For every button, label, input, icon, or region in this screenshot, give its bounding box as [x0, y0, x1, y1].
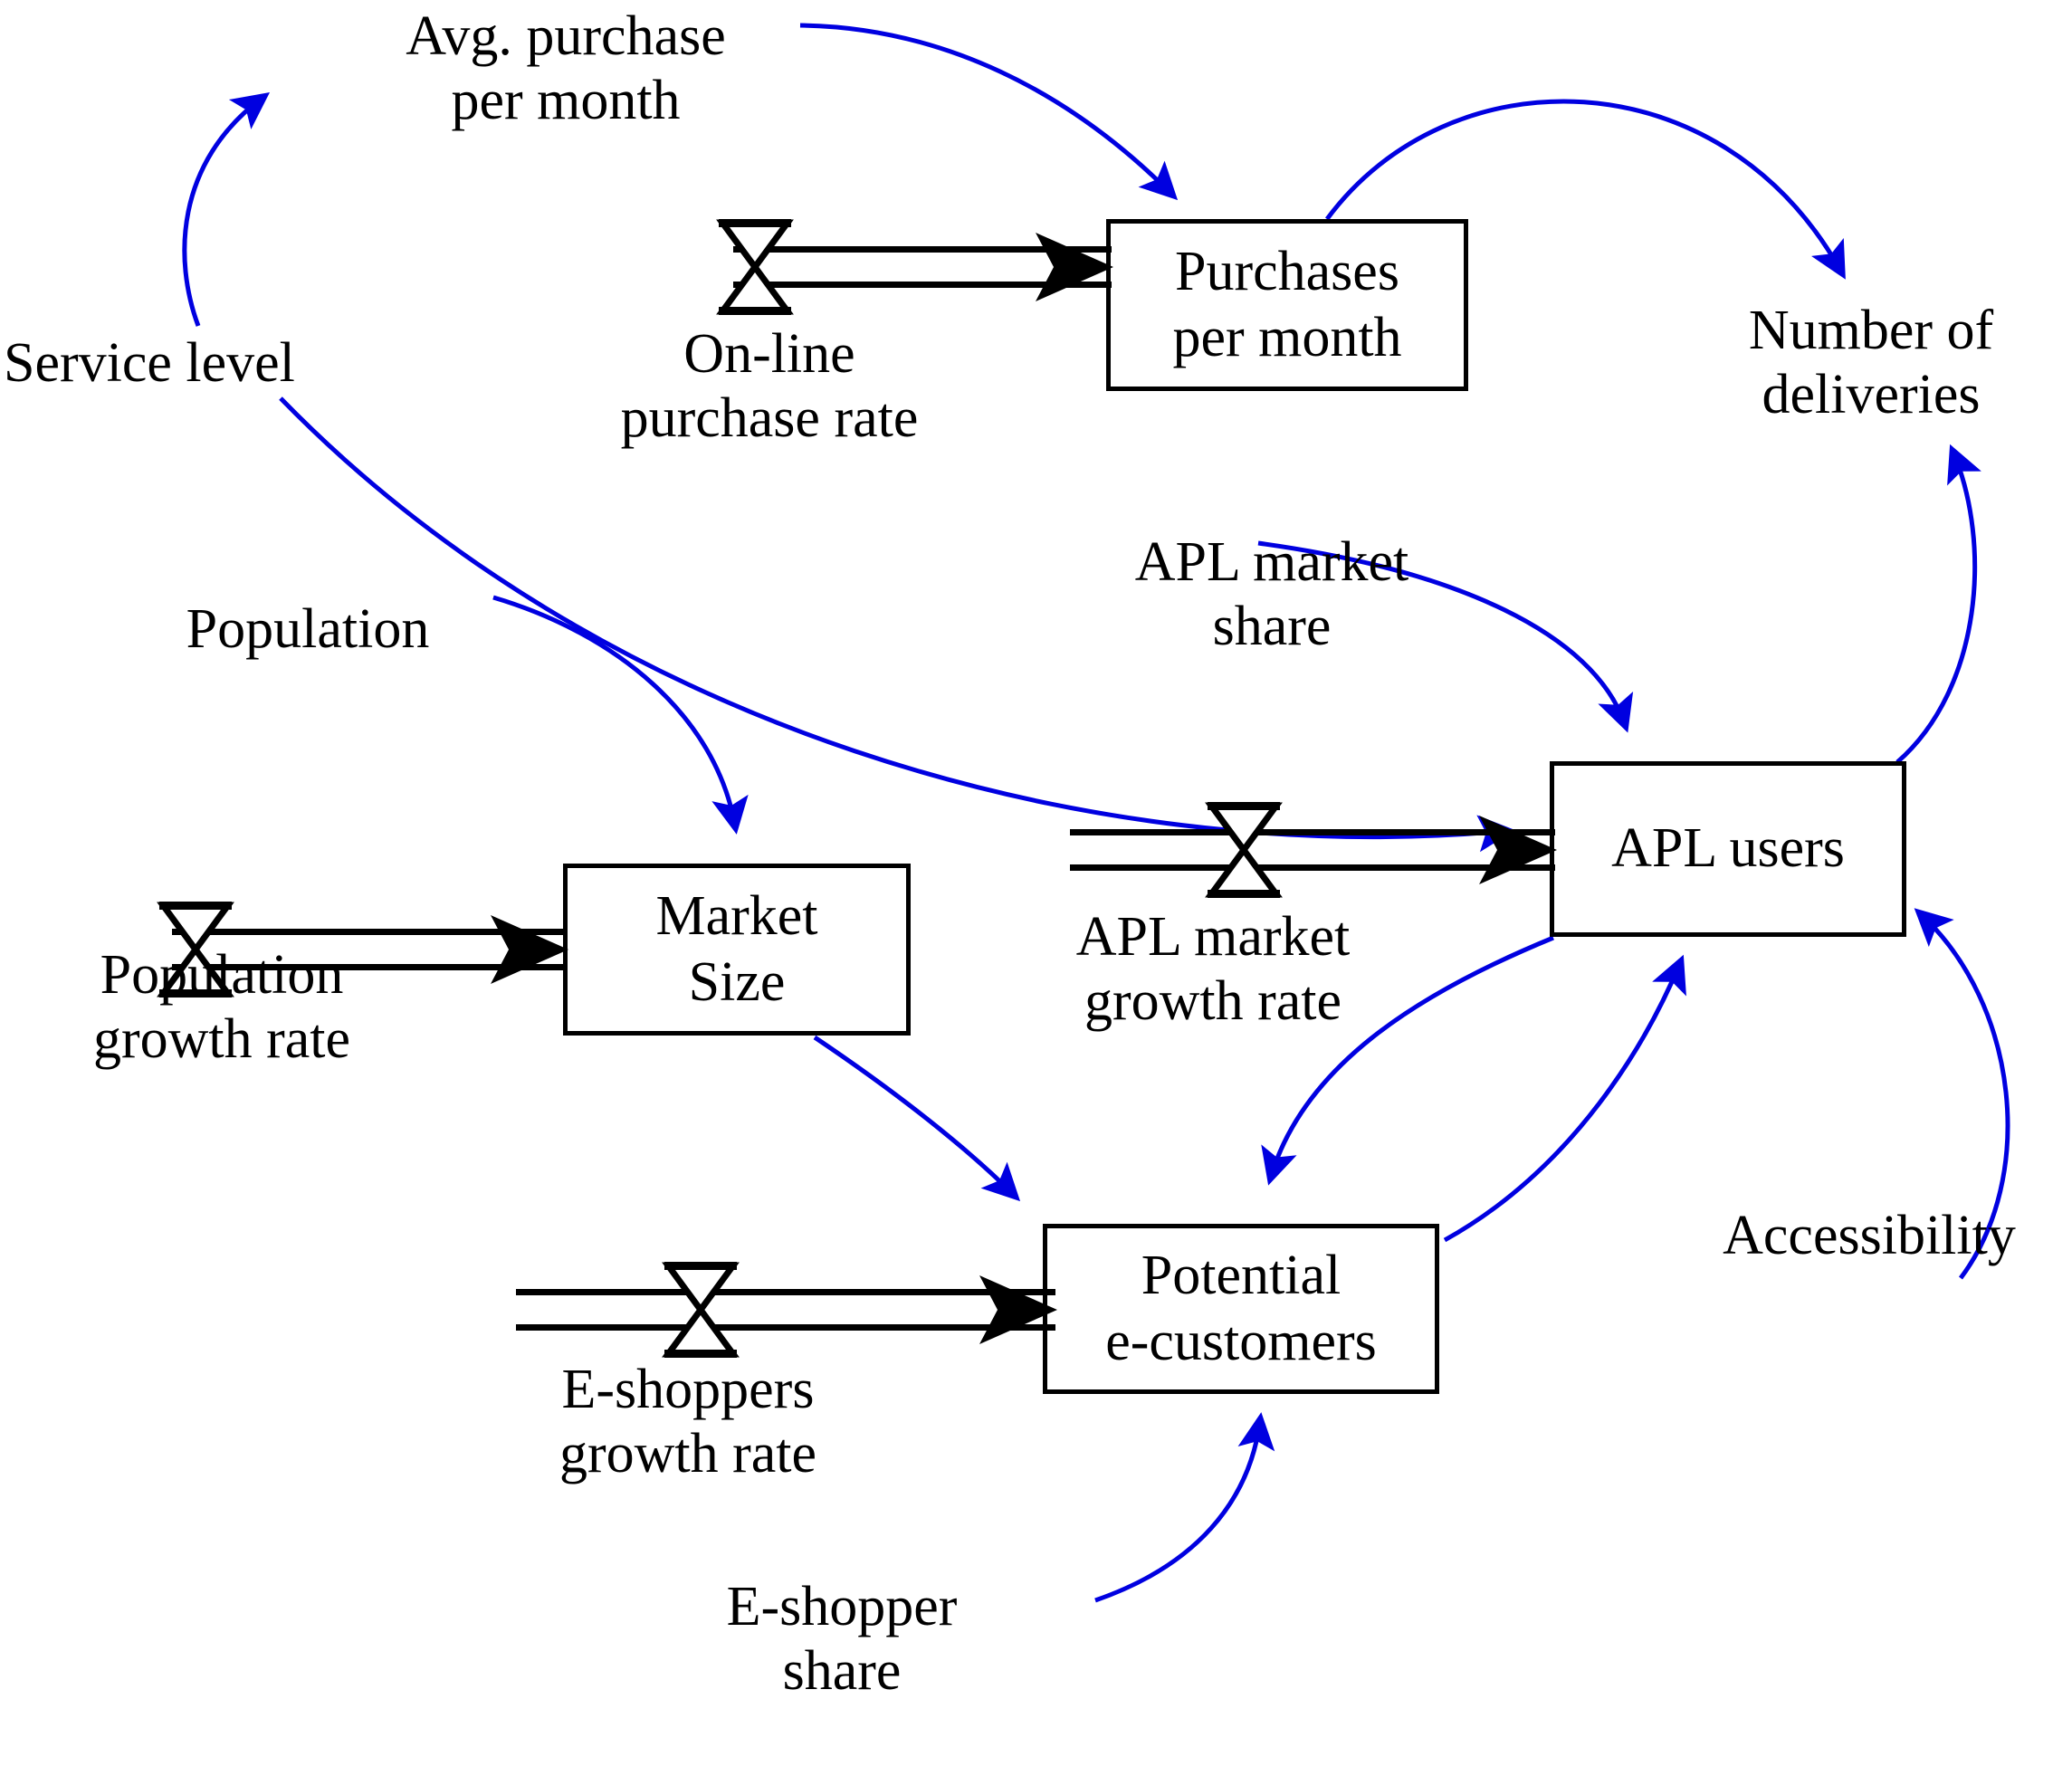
flow-pipe: [172, 929, 567, 970]
variable-label-line1: Avg. purchase: [406, 5, 726, 67]
variable-label-line2: growth rate: [559, 1422, 817, 1484]
variable-avg-purchase-per-month[interactable]: Avg. purchase per month: [335, 5, 797, 132]
stock-market-size[interactable]: Market Size: [563, 864, 911, 1036]
stock-label-line2: per month: [1172, 307, 1402, 368]
link-service-level-to-apl-users: [279, 396, 1515, 853]
link-potential-to-apl-users: [1443, 954, 1686, 1243]
flow-pipe: [733, 246, 1112, 288]
flow-arrowhead: [1036, 233, 1113, 301]
variable-label-line1: APL market: [1134, 531, 1409, 593]
variable-apl-market-share[interactable]: APL market share: [1068, 530, 1475, 658]
stock-label-line1: Potential: [1141, 1244, 1342, 1306]
variable-label-line1: Service level: [4, 332, 295, 394]
variable-label-line2: share: [782, 1639, 902, 1702]
link-market-size-to-potential: [813, 1035, 1021, 1202]
variable-accessibility[interactable]: Accessibility: [1666, 1204, 2072, 1268]
variable-label-line2: deliveries: [1762, 363, 1981, 425]
link-eshopper-share-to-potential: [1094, 1412, 1275, 1603]
flow-on-line-purchase-rate: [716, 219, 1113, 315]
variable-label-line2: share: [1212, 595, 1332, 657]
link-avg-purchase-to-purchases: [799, 23, 1179, 201]
link-service-level-to-avg-purchase: [182, 92, 271, 327]
variable-label-line1: E-shopper: [726, 1576, 958, 1637]
link-population-to-market-size: [492, 595, 749, 835]
variable-on-line-purchase-rate[interactable]: On-line purchase rate: [543, 322, 996, 450]
flow-population-growth-rate: [157, 902, 568, 998]
variable-number-of-deliveries[interactable]: Number of deliveries: [1670, 299, 2072, 426]
variable-label-line1: E-shoppers: [561, 1359, 815, 1420]
stock-purchases-per-month[interactable]: Purchases per month: [1106, 219, 1468, 391]
stock-label-line1: Market: [655, 884, 818, 947]
flow-e-shoppers-growth-rate: [516, 1262, 1057, 1358]
variable-e-shoppers-growth-rate[interactable]: E-shoppers growth rate: [480, 1358, 896, 1485]
stock-label-line1: APL users: [1611, 817, 1845, 880]
valve-icon: [716, 219, 794, 315]
valve-icon: [1205, 802, 1283, 898]
flow-pipe: [516, 1289, 1055, 1331]
variable-label-line2: growth rate: [92, 1007, 351, 1070]
flow-apl-market-growth-rate: [1070, 802, 1557, 898]
variable-label-line2: growth rate: [1084, 969, 1342, 1032]
valve-icon: [157, 902, 234, 998]
flow-arrowhead: [979, 1275, 1057, 1344]
flow-pipe: [1070, 829, 1555, 871]
link-apl-users-to-potential: [1261, 935, 1554, 1186]
variable-service-level[interactable]: Service level: [4, 331, 429, 396]
flow-arrowhead: [1479, 816, 1557, 884]
variable-label-line1: Accessibility: [1723, 1205, 2016, 1266]
link-apl-share-to-apl-users: [1257, 540, 1634, 733]
flow-arrowhead: [491, 915, 568, 984]
variable-label-line1: Population: [186, 598, 430, 660]
variable-label-line1: Population: [100, 944, 344, 1006]
stock-apl-users[interactable]: APL users: [1550, 761, 1906, 937]
valve-icon: [662, 1262, 740, 1358]
stock-label-line2: Size: [688, 951, 786, 1013]
stock-potential-e-customers[interactable]: Potential e-customers: [1043, 1224, 1439, 1394]
variable-population-growth-rate[interactable]: Population growth rate: [27, 943, 416, 1071]
variable-label-line2: per month: [451, 69, 681, 131]
variable-label-line1: On-line: [683, 323, 855, 385]
link-apl-users-to-deliveries: [1895, 444, 1981, 764]
variable-apl-market-growth-rate[interactable]: APL market growth rate: [1005, 905, 1421, 1033]
link-accessibility-to-apl-users: [1914, 908, 2010, 1280]
variable-label-line2: purchase rate: [620, 387, 919, 449]
stock-label-line1: Purchases: [1175, 240, 1399, 302]
variable-label-line1: Number of: [1748, 300, 1994, 361]
variable-population[interactable]: Population: [127, 597, 489, 662]
link-purchases-to-deliveries: [1324, 99, 1846, 280]
stock-label-line2: e-customers: [1105, 1311, 1377, 1372]
variable-e-shopper-share[interactable]: E-shopper share: [634, 1575, 1050, 1703]
variable-label-line1: APL market: [1075, 906, 1351, 968]
